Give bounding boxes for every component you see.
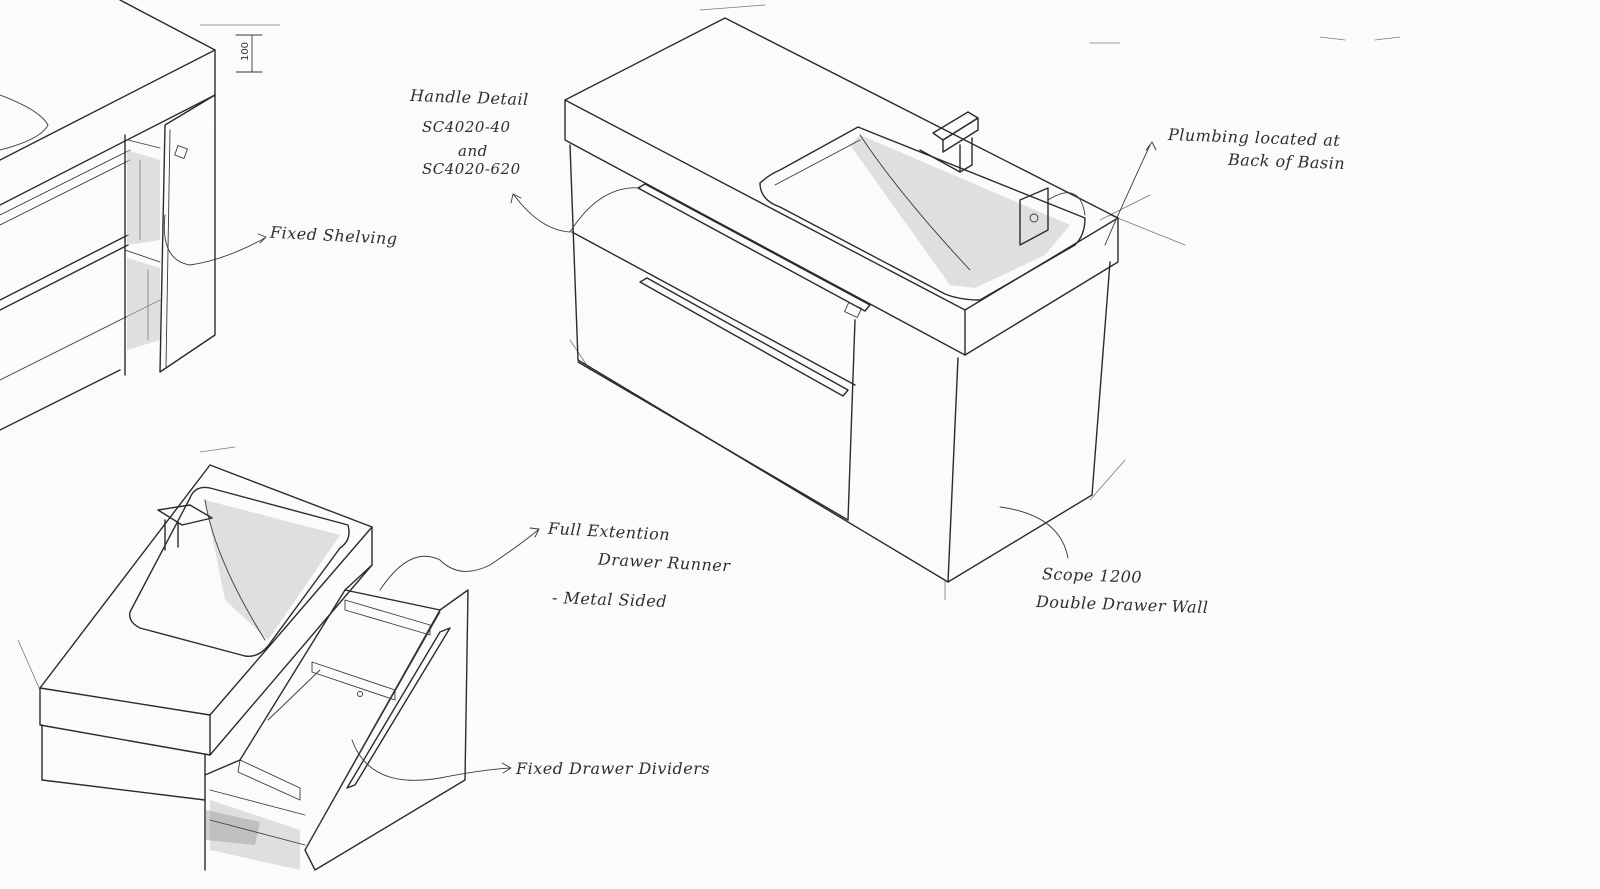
vanity-sketch-partial bbox=[0, 0, 281, 431]
model-name: Scope 1200 bbox=[1041, 564, 1143, 587]
vanity-sketch-main bbox=[510, 4, 1186, 601]
dimension-label: 100 bbox=[240, 41, 252, 62]
handle-detail-and: and bbox=[458, 142, 488, 160]
paper-marks bbox=[1089, 36, 1401, 44]
fixed-dividers-label: Fixed Drawer Dividers bbox=[516, 759, 711, 778]
plumbing-label-line2: Back of Basin bbox=[1227, 149, 1346, 174]
handle-detail-code-2: SC4020-620 bbox=[422, 160, 521, 178]
handle-detail-code-1: SC4020-40 bbox=[422, 118, 511, 136]
vanity-sketch-open-drawer bbox=[17, 446, 540, 871]
full-extension-line3: - Metal Sided bbox=[551, 587, 668, 612]
